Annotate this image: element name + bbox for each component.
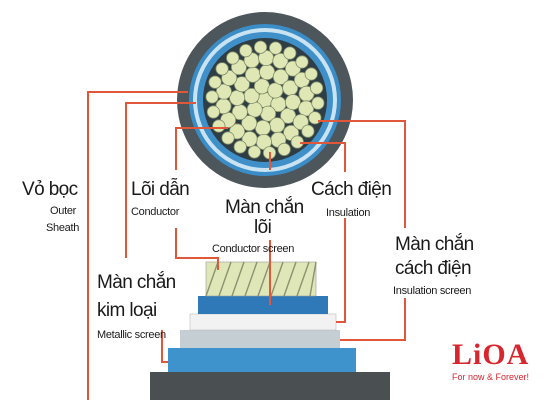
conductor-strand <box>239 43 253 58</box>
outer-sheath-label-en-1: Outer <box>50 205 77 217</box>
conductor-strand <box>206 105 220 119</box>
lioa-tagline: For now & Forever! <box>452 372 530 382</box>
conductor-strand <box>247 145 261 159</box>
conductor-strand <box>254 119 271 136</box>
leader-conductor-bottom <box>175 228 219 270</box>
conductor-strand <box>253 40 268 54</box>
insulation-label-en: Insulation <box>326 207 371 219</box>
conductor-strand <box>233 76 250 93</box>
side-insulation <box>189 313 337 331</box>
conductor-strand <box>311 96 325 110</box>
side-conductor-wires <box>205 261 317 297</box>
conductor-strand <box>298 100 315 117</box>
insulation-label-vi: Cách điện <box>311 179 392 200</box>
leader-insulation-top <box>300 142 346 172</box>
conductor-strand <box>215 62 229 76</box>
conductor-strand <box>309 81 324 95</box>
conductor-screen-label-vi-1: Màn chắn <box>225 197 304 218</box>
conductor-strand <box>226 51 240 65</box>
conductor-strand <box>259 64 276 81</box>
conductor-strand <box>304 67 318 81</box>
conductor-strand <box>246 101 263 118</box>
conductor-wire-line <box>270 261 284 297</box>
conductor-wire-line <box>218 261 232 297</box>
outer-sheath-label-en-2: Sheath <box>46 222 80 234</box>
metallic-screen-label-vi-1: Màn chắn <box>97 272 176 293</box>
conductor-strand <box>295 55 309 69</box>
leader-outer-sheath <box>87 91 188 400</box>
conductor-strand <box>215 83 232 100</box>
conductor-strand <box>284 94 301 111</box>
conductor-strand <box>308 111 322 125</box>
conductor-strand <box>208 75 222 89</box>
cable-side-view <box>150 261 390 400</box>
conductor-wire-line <box>244 261 258 297</box>
conductor-strand <box>277 142 291 156</box>
conductor-strand <box>272 52 289 69</box>
conductor-strand <box>272 68 289 85</box>
conductor-wire-line <box>309 261 317 297</box>
side-metallic-screen <box>168 348 356 372</box>
metallic-screen-label-en: Metallic screen <box>97 329 166 341</box>
metallic-screen-label-vi-2: kim loại <box>97 300 157 321</box>
conductor-strand <box>267 82 284 99</box>
leader-insulation-screen-bottom <box>340 298 406 341</box>
outer-sheath-label-vi: Vỏ bọc <box>22 179 78 200</box>
side-outer-sheath <box>150 372 390 400</box>
conductor-strand <box>233 140 247 154</box>
leader-insulation-screen-top <box>318 120 406 228</box>
cable-cross-section <box>177 12 353 188</box>
leader-lines <box>87 91 406 400</box>
insulation-screen-label-vi-1: Màn chắn <box>395 234 474 255</box>
insulation-screen-label-en: Insulation screen <box>393 285 472 297</box>
conductor-wire-line <box>257 261 271 297</box>
conductor-strand <box>212 119 226 133</box>
lioa-logo: LiOA <box>452 338 530 371</box>
conductor-wire-line <box>296 261 310 297</box>
side-insulation-screen <box>180 330 340 348</box>
conductor-label-en: Conductor <box>131 206 180 218</box>
conductor-strands <box>205 40 325 160</box>
conductor-strand <box>241 131 258 148</box>
conductor-strand <box>221 131 235 145</box>
conductor-screen-label-en: Conductor screen <box>212 243 295 255</box>
conductor-wire-line <box>283 261 297 297</box>
side-conductor-screen <box>198 296 328 314</box>
leader-metallic-screen-top <box>125 102 196 258</box>
conductor-wire-line <box>205 261 219 297</box>
conductor-strand <box>269 117 286 134</box>
conductor-label-vi: Lõi dẫn <box>131 179 190 200</box>
insulation-screen-label-vi-2: cách điện <box>395 258 472 279</box>
conductor-strand <box>268 41 283 55</box>
conductor-strand <box>241 115 258 132</box>
conductor-strand <box>301 124 315 138</box>
conductor-strand <box>283 46 297 60</box>
leader-metallic-screen-bottom <box>161 330 168 363</box>
conductor-wire-line <box>231 261 245 297</box>
conductor-strand <box>205 90 219 104</box>
conductor-screen-label-vi-2: lõi <box>254 217 272 238</box>
leader-conductor-top <box>175 127 228 170</box>
conductor-strand <box>244 66 261 83</box>
leader-insulation-bottom <box>336 218 346 323</box>
